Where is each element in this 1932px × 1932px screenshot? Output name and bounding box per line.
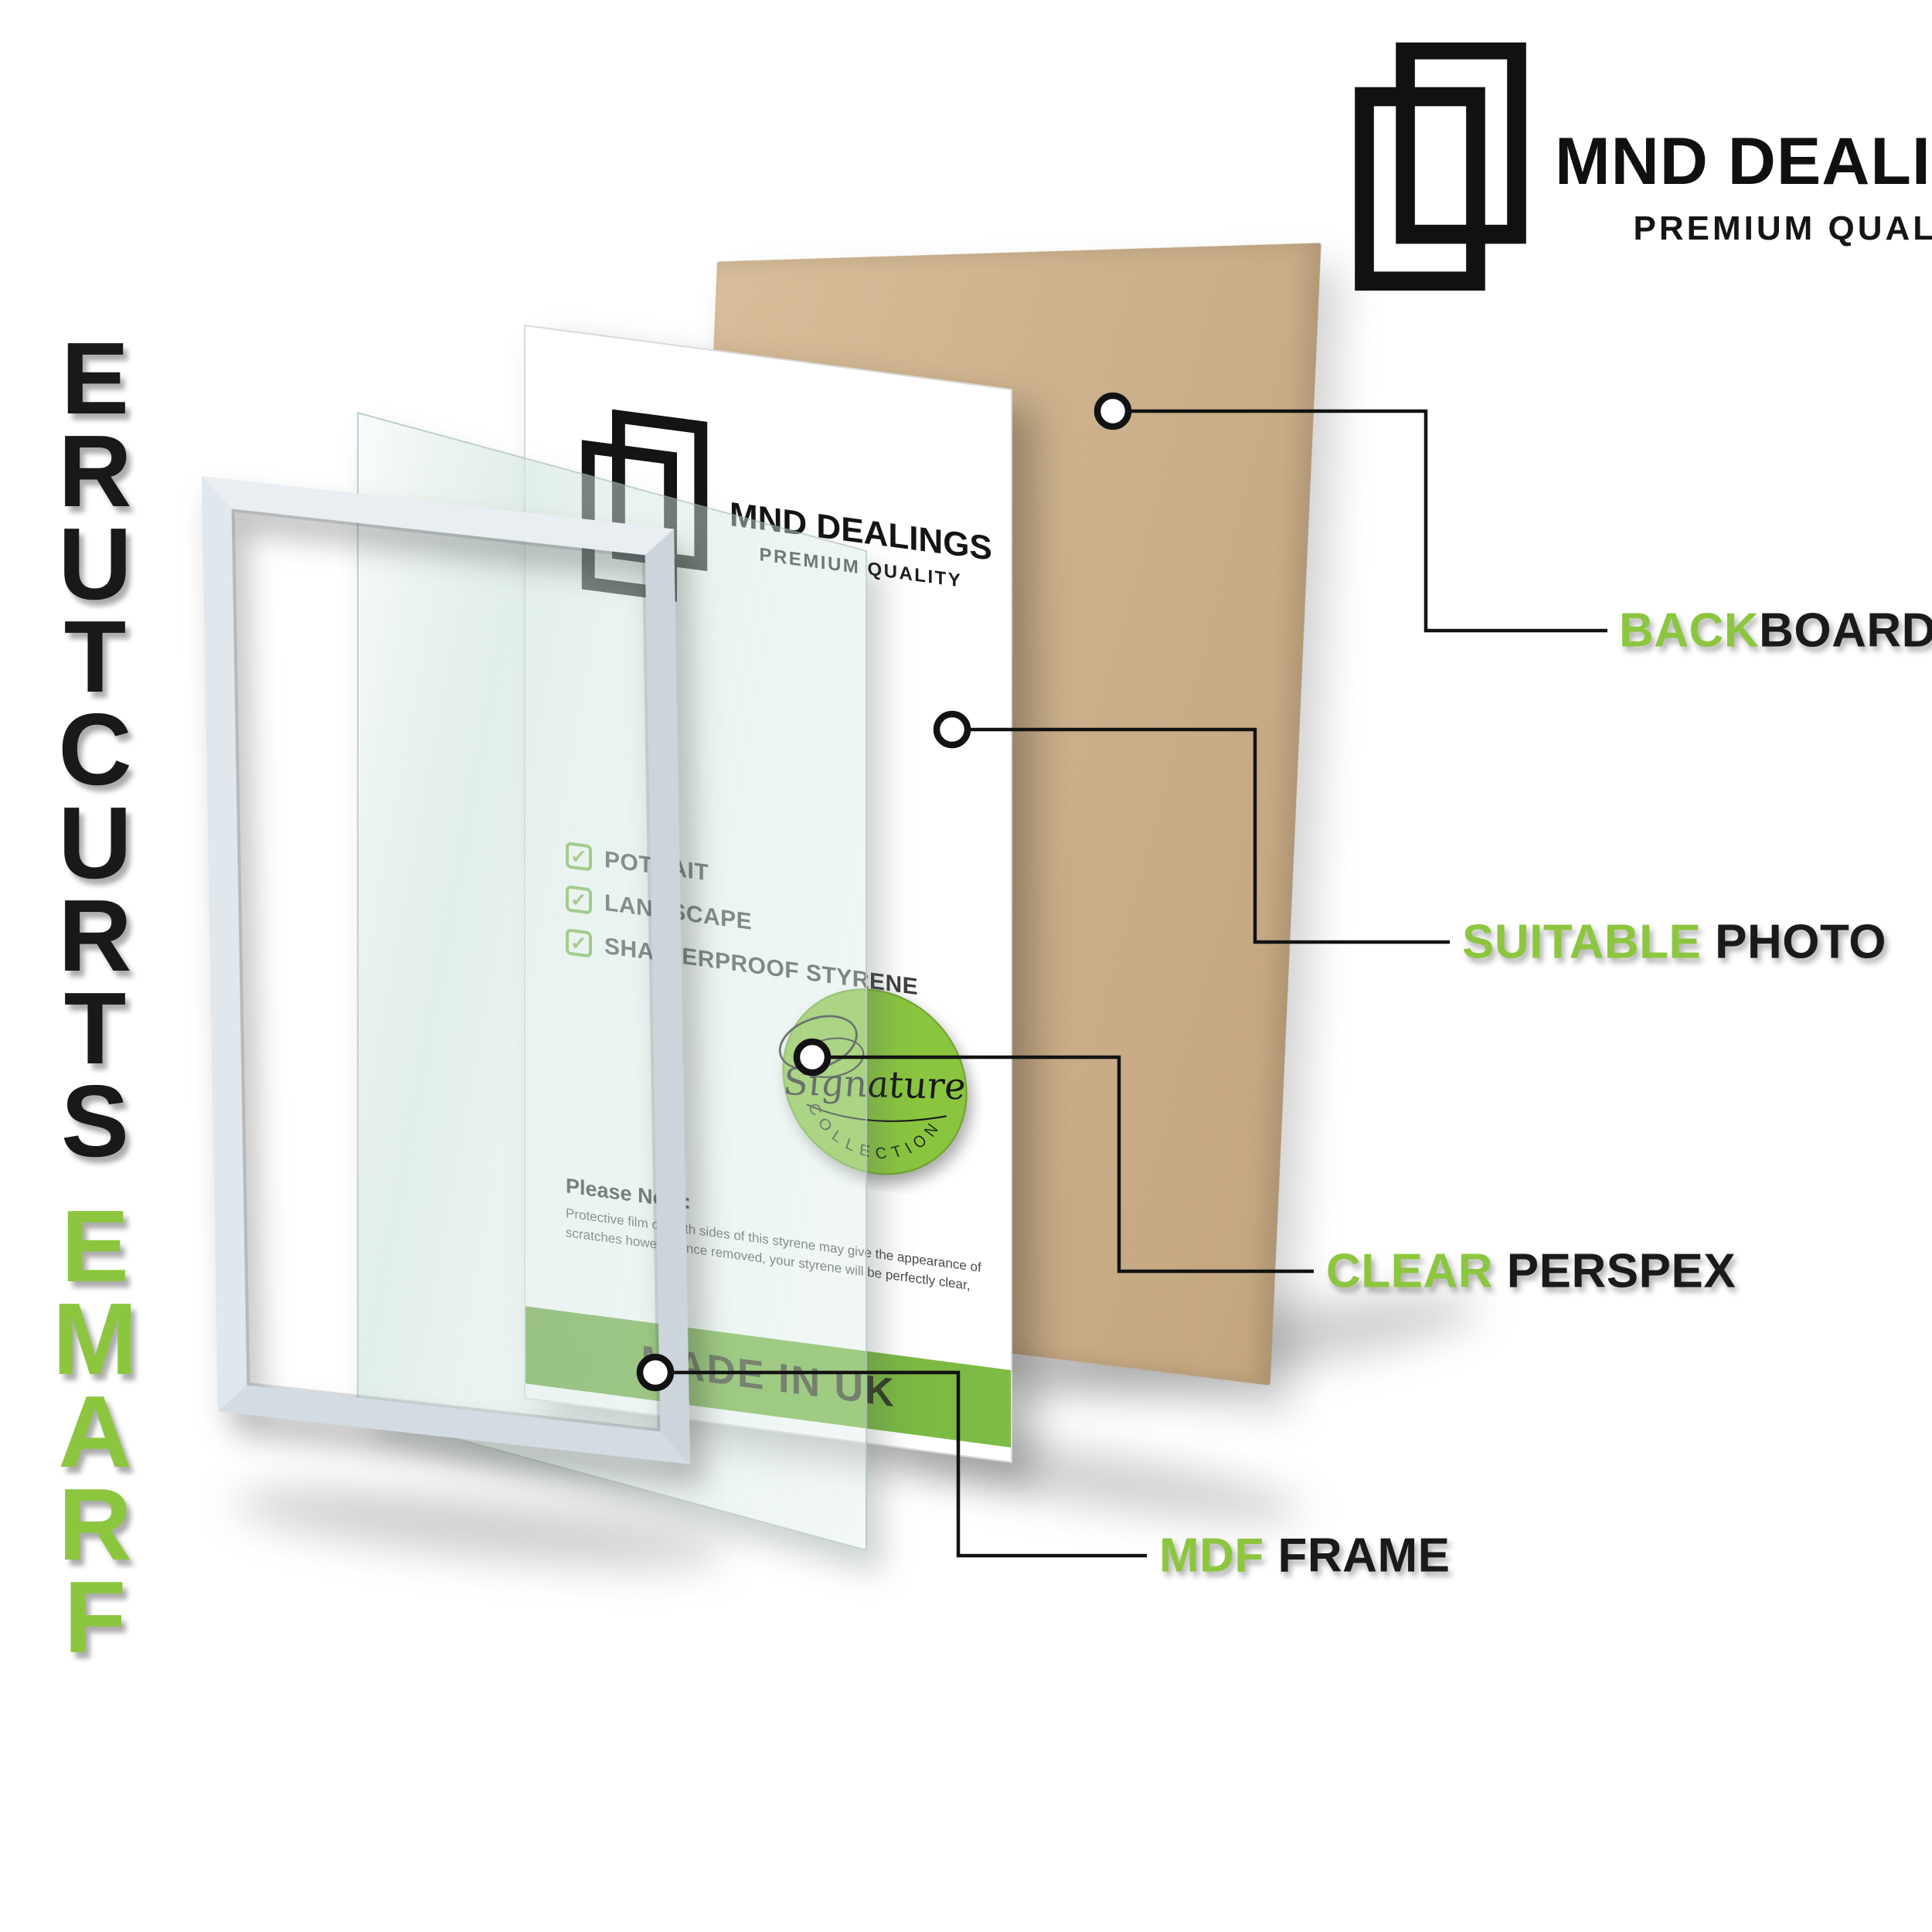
label-backboard-green: BACK [1619,604,1760,658]
label-perspex-dark: PERSPEX [1493,1244,1736,1298]
label-clear-perspex: CLEAR PERSPEX [1326,1244,1736,1299]
brand-name: MND DEALINGS [1555,124,1932,199]
brand-lockup: MND DEALINGS PREMIUM QUALITY [1352,43,1932,291]
page-title-vertical: E R U T C U R T S E M A R F [37,321,153,1675]
title-word-frame: E M A R F [53,1189,138,1675]
label-frame-green: MDF [1159,1529,1264,1583]
label-suitable-photo: SUITABLE PHOTO [1462,915,1886,970]
brand-frames-icon [1355,43,1526,291]
label-photo-green: SUITABLE [1462,915,1702,969]
label-photo-dark: PHOTO [1701,915,1886,969]
label-mdf-frame: MDF FRAME [1159,1529,1450,1583]
label-backboard: BACKBOARD [1619,604,1932,658]
label-backboard-dark: BOARD [1759,604,1932,658]
label-frame-dark: FRAME [1264,1529,1451,1583]
brand-text: MND DEALINGS PREMIUM QUALITY [1555,124,1932,248]
mdf-frame-panel [202,476,691,1464]
label-perspex-green: CLEAR [1326,1244,1494,1298]
brand-tagline: PREMIUM QUALITY [1633,209,1932,247]
title-word-structure: E R U T C U R T S [58,321,132,1178]
